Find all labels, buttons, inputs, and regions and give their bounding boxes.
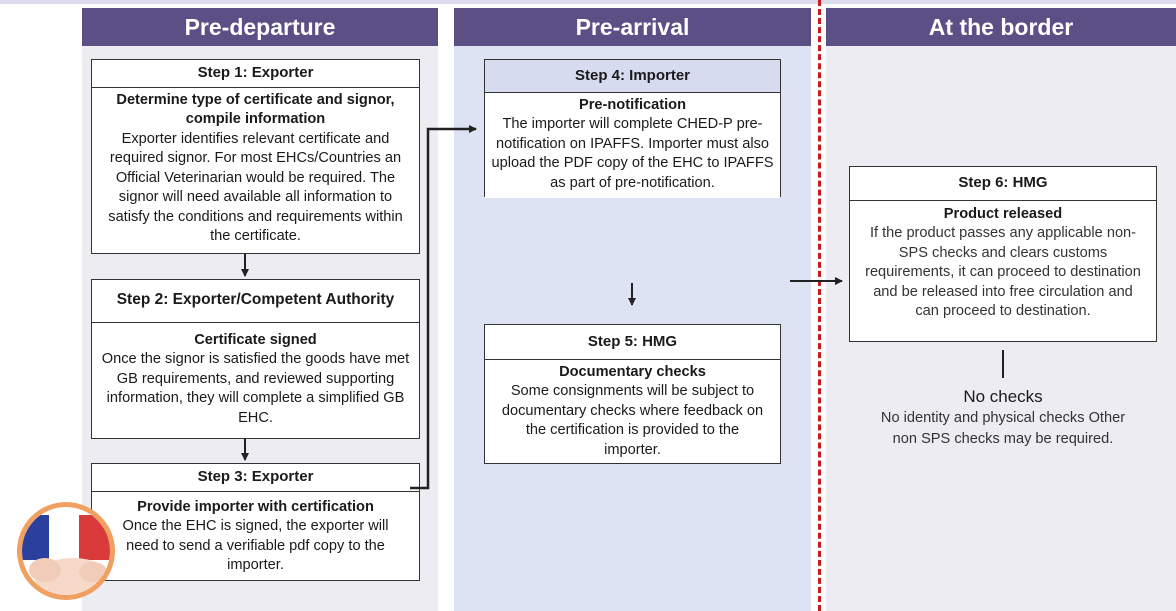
step4-box: Step 4: Importer Pre-notification The im… <box>484 59 781 198</box>
step5-subhead: Documentary checks <box>559 363 706 380</box>
step3-subhead: Provide importer with certification <box>137 498 374 515</box>
step3-text: Once the EHC is signed, the exporter wil… <box>122 518 389 573</box>
step1-subhead: Determine type of certificate and signor… <box>116 91 395 128</box>
step2-box: Step 2: Exporter/Competent Authority Cer… <box>91 279 420 439</box>
step3-title: Step 3: Exporter <box>92 464 419 492</box>
step6-subhead: Product released <box>943 205 1063 222</box>
no-checks: No checks No identity and physical check… <box>849 386 1157 450</box>
france-flag-chicken-icon <box>17 502 115 600</box>
step6-title: Step 6: HMG <box>850 167 1156 201</box>
step2-title: Step 2: Exporter/Competent Authority <box>92 280 419 323</box>
border-header: At the border <box>826 8 1176 46</box>
step1-box: Step 1: Exporter Determine type of certi… <box>91 59 420 254</box>
border-divider <box>818 0 821 611</box>
step4-subhead: Pre-notification <box>578 96 687 113</box>
pre-arrival-header: Pre-arrival <box>454 8 811 46</box>
top-line <box>0 0 1176 4</box>
step1-title: Step 1: Exporter <box>92 60 419 88</box>
step4-text: The importer will complete CHED-P pre-no… <box>491 116 774 191</box>
arrow-step3-step4 <box>410 125 477 490</box>
step6-box: Step 6: HMG Product released If the prod… <box>849 166 1157 342</box>
no-checks-heading: No checks <box>963 387 1043 406</box>
step2-text: Once the signor is satisfied the goods h… <box>101 351 410 426</box>
step4-title: Step 4: Importer <box>485 60 780 93</box>
step5-text: Some consignments will be subject to doc… <box>501 383 764 458</box>
step1-text: Exporter identifies relevant certificate… <box>108 130 403 245</box>
step6-text: If the product passes any applicable non… <box>865 225 1141 319</box>
step3-box: Step 3: Exporter Provide importer with c… <box>91 463 420 581</box>
no-checks-text: No identity and physical checks Other no… <box>880 410 1126 447</box>
step2-subhead: Certificate signed <box>194 331 317 348</box>
step5-title: Step 5: HMG <box>485 325 780 360</box>
step5-box: Step 5: HMG Documentary checks Some cons… <box>484 324 781 464</box>
pre-departure-header: Pre-departure <box>82 8 438 46</box>
